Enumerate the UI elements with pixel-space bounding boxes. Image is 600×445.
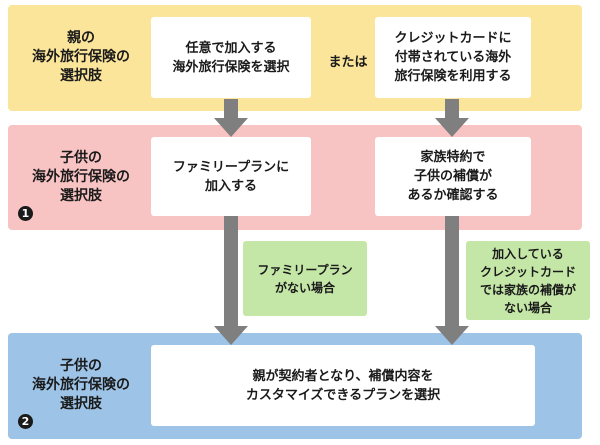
- note-line: では家族の補償が: [479, 282, 576, 297]
- option-line: 旅行保険を利用する: [394, 69, 512, 84]
- label-text: 選択肢: [60, 188, 102, 204]
- number-badge-1: 1: [18, 206, 33, 221]
- option-line: 子供の補償が: [413, 169, 492, 184]
- parent-options-label: 親の 海外旅行保険の 選択肢: [16, 29, 146, 86]
- option-line: 家族特約で: [420, 150, 486, 165]
- label-line: 子供の: [60, 358, 102, 374]
- option-line: クレジットカードに: [394, 31, 512, 46]
- option-parent-contract-plan: 親が契約者となり、補償内容を カスタマイズできるプランを選択: [151, 345, 535, 426]
- option-line: カスタマイズできるプランを選択: [245, 387, 441, 403]
- label-line: 親の: [67, 30, 95, 46]
- option-line: あるか確認する: [407, 188, 499, 203]
- note-line: ファミリープラン: [257, 262, 353, 277]
- note-no-family-coverage: 加入している クレジットカード では家族の補償が ない場合: [466, 241, 590, 320]
- option-family-rider-check: 家族特約で 子供の補償が あるか確認する: [375, 137, 531, 216]
- or-label: または: [328, 55, 368, 70]
- child-options-label-1: 子供の 海外旅行保険の 選択肢 1: [16, 149, 146, 221]
- note-no-family-plan: ファミリープラン がない場合: [243, 241, 367, 316]
- option-credit-card-insurance: クレジットカードに 付帯されている海外 旅行保険を利用する: [375, 17, 531, 98]
- note-line: 加入している: [492, 246, 564, 261]
- option-line: 加入する: [204, 178, 257, 194]
- option-line: ファミリープランに: [172, 159, 290, 175]
- option-line: 付帯されている海外: [394, 50, 512, 65]
- label-text: 選択肢: [60, 396, 102, 412]
- label-line: 選択肢: [60, 68, 102, 84]
- note-line: クレジットカード: [479, 264, 576, 279]
- arrow-familyrider-to-result: [435, 216, 469, 345]
- option-line: 海外旅行保険を選択: [172, 59, 290, 75]
- arrow-parent-to-familyrider: [435, 99, 469, 137]
- note-line: ない場合: [503, 300, 552, 315]
- option-line: 任意で加入する: [185, 40, 277, 56]
- child-options-label-2: 子供の 海外旅行保険の 選択肢 2: [16, 357, 146, 429]
- note-line: がない場合: [274, 280, 335, 295]
- option-buy-travel-insurance: 任意で加入する 海外旅行保険を選択: [151, 17, 311, 98]
- arrow-familyplan-to-result: [214, 216, 248, 345]
- label-line: 海外旅行保険の: [32, 49, 130, 65]
- arrow-parent-to-familyplan: [214, 99, 248, 137]
- option-line: 親が契約者となり、補償内容を: [252, 368, 434, 384]
- label-line: 子供の: [60, 150, 102, 166]
- option-family-plan: ファミリープランに 加入する: [151, 137, 311, 216]
- label-line: 海外旅行保険の: [32, 169, 130, 185]
- label-line: 海外旅行保険の: [32, 377, 130, 393]
- label-line: 選択肢 2: [16, 395, 146, 429]
- number-badge-2: 2: [18, 414, 33, 429]
- label-line: 選択肢 1: [16, 187, 146, 221]
